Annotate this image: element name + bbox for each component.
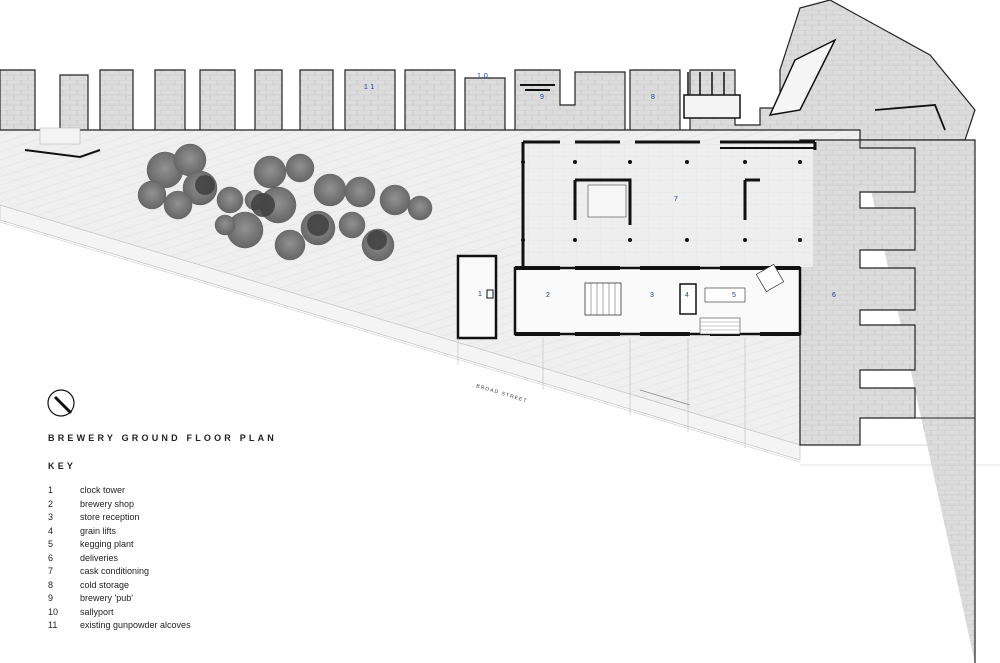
key-label: kegging plant [80, 539, 134, 549]
key-label: cold storage [80, 579, 130, 590]
key-heading: KEY [48, 461, 77, 471]
key-number: 7 [48, 566, 54, 576]
room-number: 6 [832, 292, 836, 299]
key-number: 2 [48, 498, 54, 509]
room-number: 11 [364, 84, 377, 91]
fort-wall-east [799, 139, 976, 663]
key-number: 3 [48, 512, 54, 522]
grain-lift [679, 283, 697, 315]
fort-wall-north [0, 0, 976, 141]
cask-conditioning-hall [523, 142, 813, 267]
room-number: 3 [650, 292, 654, 299]
key-label: store reception [80, 512, 140, 522]
room-numbers: 1 2 3 4 5 6 7 8 9 10 11 [364, 73, 836, 299]
key-number: 5 [48, 539, 54, 549]
room-number: 4 [685, 292, 689, 299]
key-label: deliveries [80, 552, 119, 563]
key-number: 4 [48, 525, 54, 536]
street-wedge [0, 204, 801, 461]
building-bar [513, 266, 802, 336]
plan-title: BREWERY GROUND FLOOR PLAN [48, 433, 278, 443]
key-number: 8 [48, 579, 54, 590]
key-label: brewery shop [80, 498, 135, 509]
room-number: 7 [674, 196, 678, 203]
key-number: 1 [48, 485, 54, 495]
key-label: sallyport [80, 606, 114, 617]
key-number: 6 [48, 552, 54, 563]
room-number: 5 [732, 292, 736, 299]
key-label: existing gunpowder alcoves [80, 620, 191, 630]
structural-columns [521, 160, 802, 242]
key-number: 9 [48, 593, 54, 603]
key-label: grain lifts [80, 525, 117, 536]
room-number: 10 [477, 73, 491, 80]
key-label: brewery 'pub' [80, 593, 133, 603]
room-number: 2 [546, 292, 550, 299]
key-number: 10 [48, 606, 59, 617]
room-number: 1 [478, 291, 482, 298]
key-label: cask conditioning [80, 566, 150, 576]
room-number: 8 [651, 94, 655, 101]
street-label: BROAD STREET [475, 383, 528, 404]
north-arrow-icon [47, 389, 75, 417]
key-label: clock tower [80, 485, 126, 495]
key-number: 11 [48, 620, 58, 630]
room-number: 9 [540, 94, 544, 101]
